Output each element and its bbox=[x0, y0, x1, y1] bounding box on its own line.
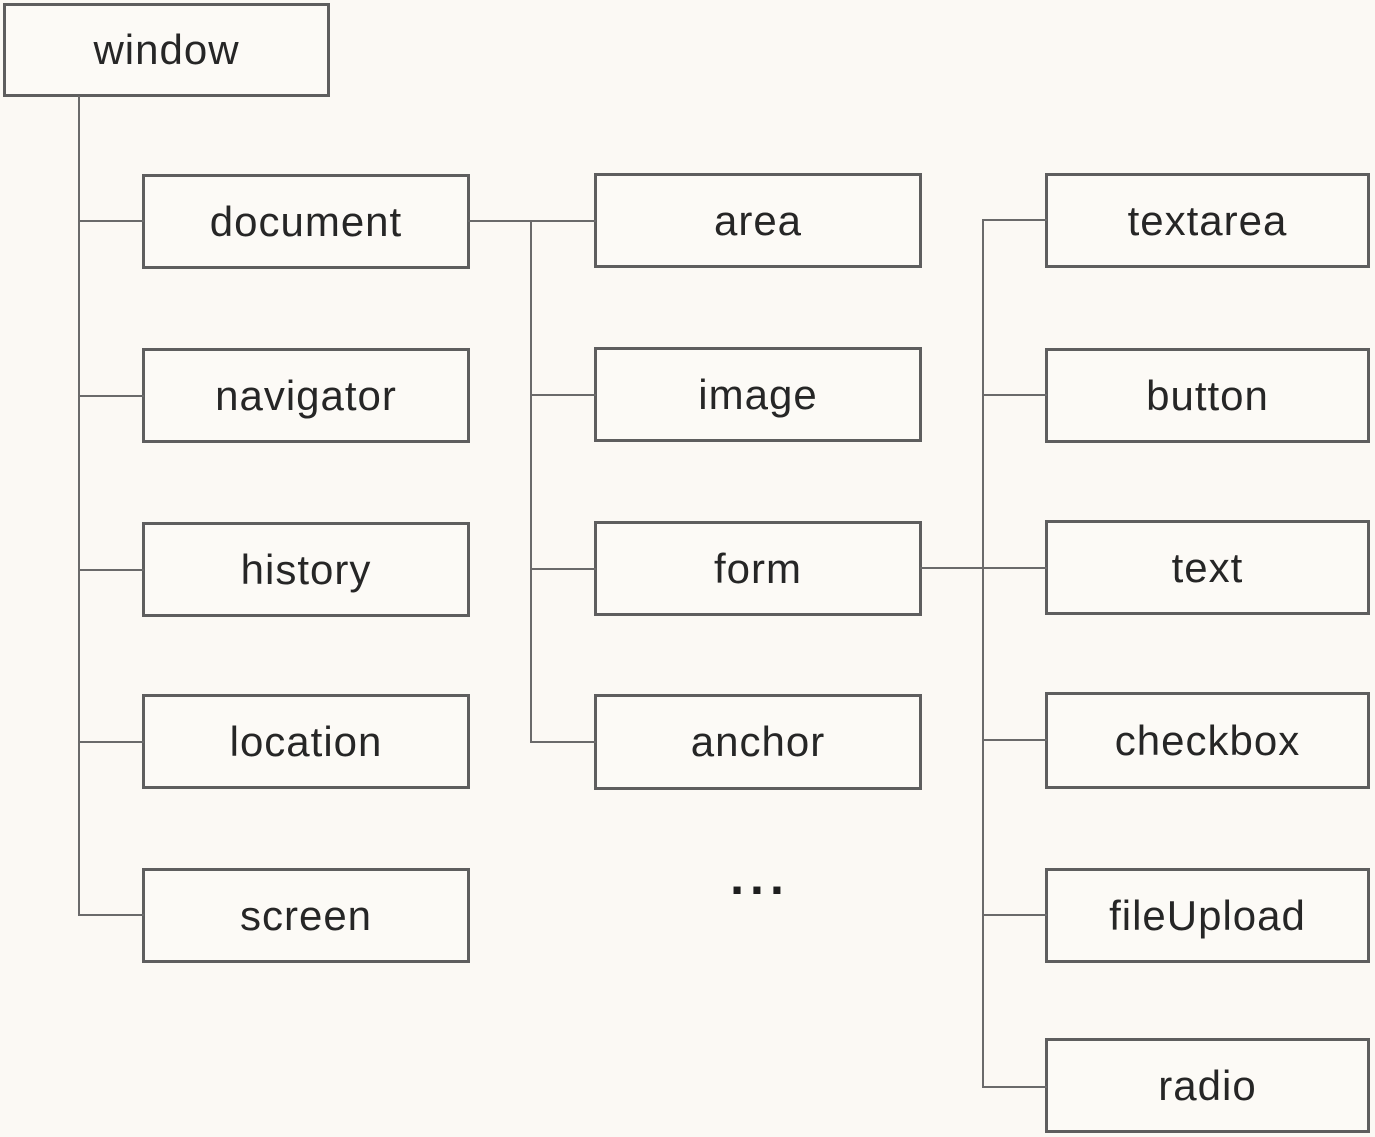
connector-window-history bbox=[78, 569, 144, 571]
node-document: document bbox=[142, 174, 470, 269]
connector-window-trunk bbox=[78, 96, 80, 916]
node-navigator: navigator bbox=[142, 348, 470, 443]
connector-window-navigator bbox=[78, 395, 144, 397]
connector-window-document bbox=[78, 220, 144, 222]
node-window: window bbox=[3, 3, 330, 97]
connector-form-fileUpload bbox=[982, 914, 1047, 916]
node-radio: radio bbox=[1045, 1038, 1370, 1133]
connector-window-location bbox=[78, 741, 144, 743]
node-screen: screen bbox=[142, 868, 470, 963]
connector-window-screen bbox=[78, 914, 144, 916]
connector-form-checkbox bbox=[982, 739, 1047, 741]
connector-document-trunk bbox=[530, 220, 532, 743]
connector-form-textarea bbox=[982, 219, 1047, 221]
connector-form-radio bbox=[982, 1086, 1047, 1088]
node-area: area bbox=[594, 173, 922, 268]
connector-document-form bbox=[530, 568, 596, 570]
more-children-ellipsis: ... bbox=[730, 849, 790, 905]
connector-document-anchor bbox=[530, 741, 596, 743]
connector-form-trunk bbox=[982, 219, 984, 1088]
node-anchor: anchor bbox=[594, 694, 922, 790]
node-fileUpload: fileUpload bbox=[1045, 868, 1370, 963]
connector-form-button bbox=[982, 394, 1047, 396]
node-checkbox: checkbox bbox=[1045, 692, 1370, 789]
connector-document-area bbox=[468, 220, 596, 222]
node-text: text bbox=[1045, 520, 1370, 615]
node-location: location bbox=[142, 694, 470, 789]
node-button: button bbox=[1045, 348, 1370, 443]
node-textarea: textarea bbox=[1045, 173, 1370, 268]
node-image: image bbox=[594, 347, 922, 442]
node-form: form bbox=[594, 521, 922, 616]
connector-document-image bbox=[530, 394, 596, 396]
node-history: history bbox=[142, 522, 470, 617]
